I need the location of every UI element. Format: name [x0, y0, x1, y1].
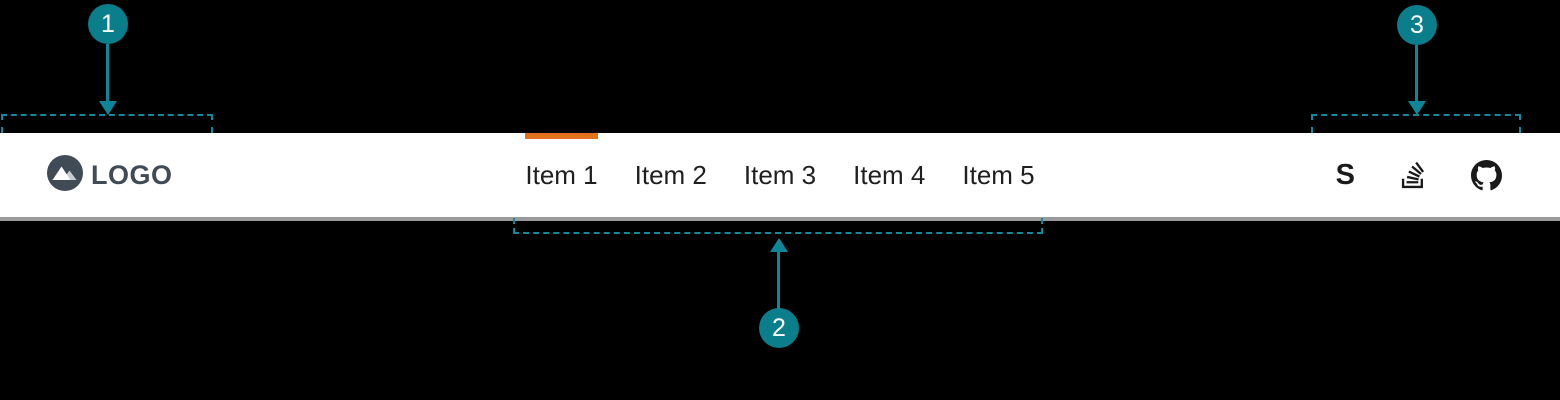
callout-arrowhead-2 — [770, 238, 788, 252]
github-icon[interactable] — [1471, 159, 1502, 191]
social-icons: S — [1336, 133, 1502, 217]
nav-item-label: Item 5 — [962, 159, 1035, 190]
nav-item-3[interactable]: Item 3 — [744, 133, 816, 217]
active-tab-indicator — [525, 133, 598, 139]
callout-number: 1 — [101, 9, 115, 38]
callout-badge-3: 3 — [1397, 5, 1437, 45]
s-glyph: S — [1335, 158, 1355, 191]
nav-item-label: Item 1 — [525, 159, 598, 190]
nav-item-4[interactable]: Item 4 — [853, 133, 925, 217]
logo-text: LOGO — [91, 159, 173, 190]
nav-item-label: Item 3 — [743, 159, 817, 190]
stackoverflow-icon[interactable] — [1401, 160, 1425, 190]
navbar: LOGO Item 1 Item 2 Item 3 Item 4 Item 5 … — [0, 133, 1560, 221]
callout-badge-2: 2 — [759, 308, 799, 348]
callout-number: 3 — [1410, 10, 1424, 39]
nav-item-label: Item 2 — [634, 159, 707, 190]
callout-line-3 — [1415, 45, 1418, 103]
callout-line-2 — [777, 250, 780, 310]
nav-item-5[interactable]: Item 5 — [962, 133, 1034, 217]
mountain-logo-icon — [47, 154, 83, 196]
logo[interactable]: LOGO — [47, 133, 173, 217]
nav-item-1[interactable]: Item 1 — [525, 133, 598, 217]
nav-items: Item 1 Item 2 Item 3 Item 4 Item 5 — [0, 133, 1560, 217]
callout-arrowhead-3 — [1408, 101, 1426, 115]
callout-badge-1: 1 — [88, 4, 128, 44]
annotation-region-nav-items — [513, 218, 1043, 234]
callout-line-1 — [106, 44, 109, 103]
annotation-region-logo — [1, 114, 213, 133]
callout-number: 2 — [772, 313, 786, 342]
nav-item-2[interactable]: Item 2 — [635, 133, 707, 217]
callout-arrowhead-1 — [99, 101, 117, 115]
nav-item-label: Item 4 — [853, 159, 926, 190]
s-logo-icon[interactable]: S — [1335, 158, 1355, 191]
annotation-region-social-icons — [1311, 114, 1521, 133]
